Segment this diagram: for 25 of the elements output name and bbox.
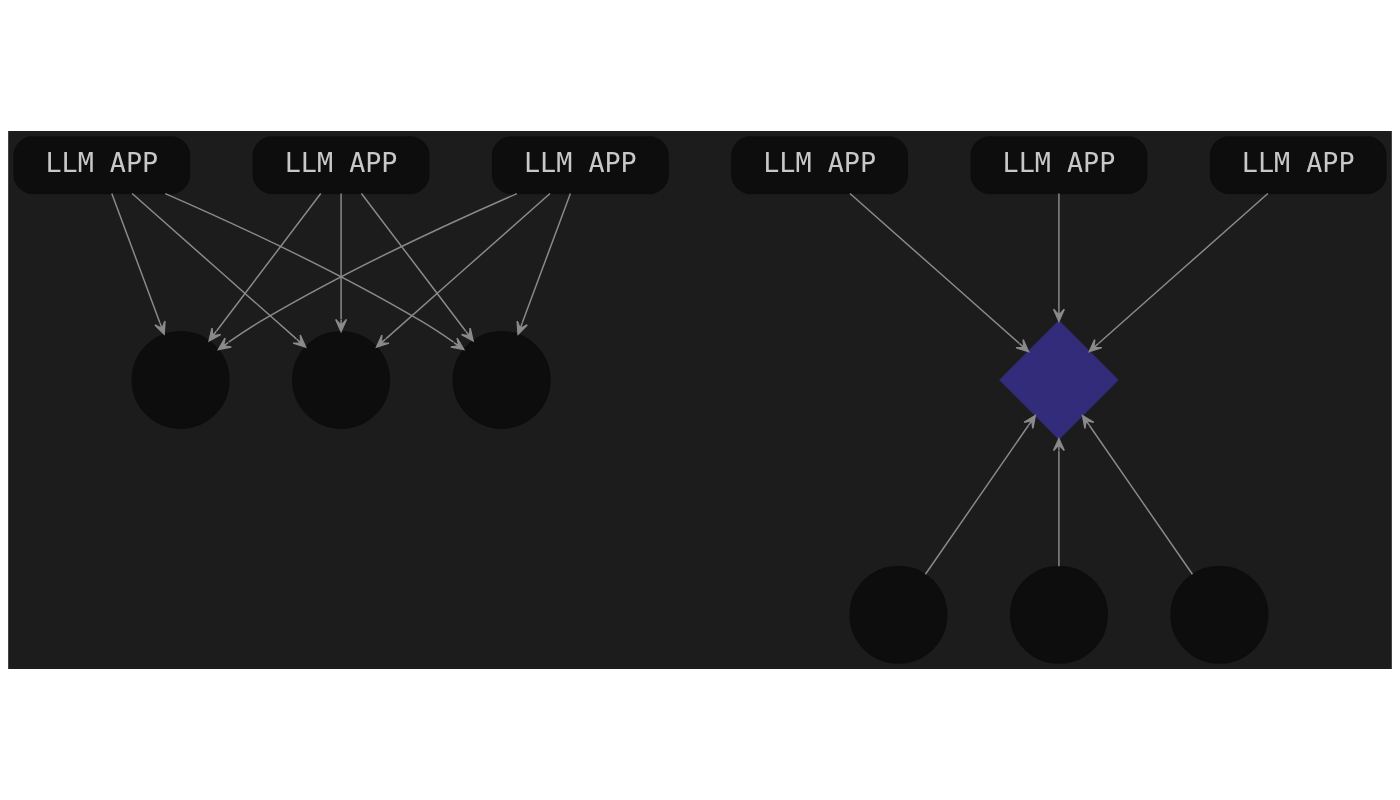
arrow [335, 192, 348, 333]
arrow [375, 192, 551, 348]
arrow [111, 192, 166, 335]
arrow [360, 192, 474, 342]
node-box: LLM APP [970, 136, 1148, 195]
node-diamond [999, 320, 1119, 440]
arrow [217, 192, 518, 351]
arrow [1052, 192, 1065, 322]
arrow [924, 414, 1036, 575]
arrow [1052, 438, 1065, 568]
node-box: LLM APP [1209, 136, 1387, 195]
arrow [131, 192, 307, 348]
arrow [164, 192, 465, 351]
arrow [849, 192, 1030, 353]
arrow [1081, 414, 1194, 575]
node-box: LLM APP [491, 136, 669, 195]
node-box: LLM APP [252, 136, 430, 195]
node-box: LLM APP [13, 136, 191, 195]
arrow [208, 192, 322, 342]
node-circle [1009, 565, 1108, 664]
node-circle [1170, 565, 1269, 664]
node-box: LLM APP [731, 136, 909, 195]
arrow [1088, 192, 1269, 353]
node-circle [849, 565, 948, 664]
arrow [516, 192, 572, 335]
